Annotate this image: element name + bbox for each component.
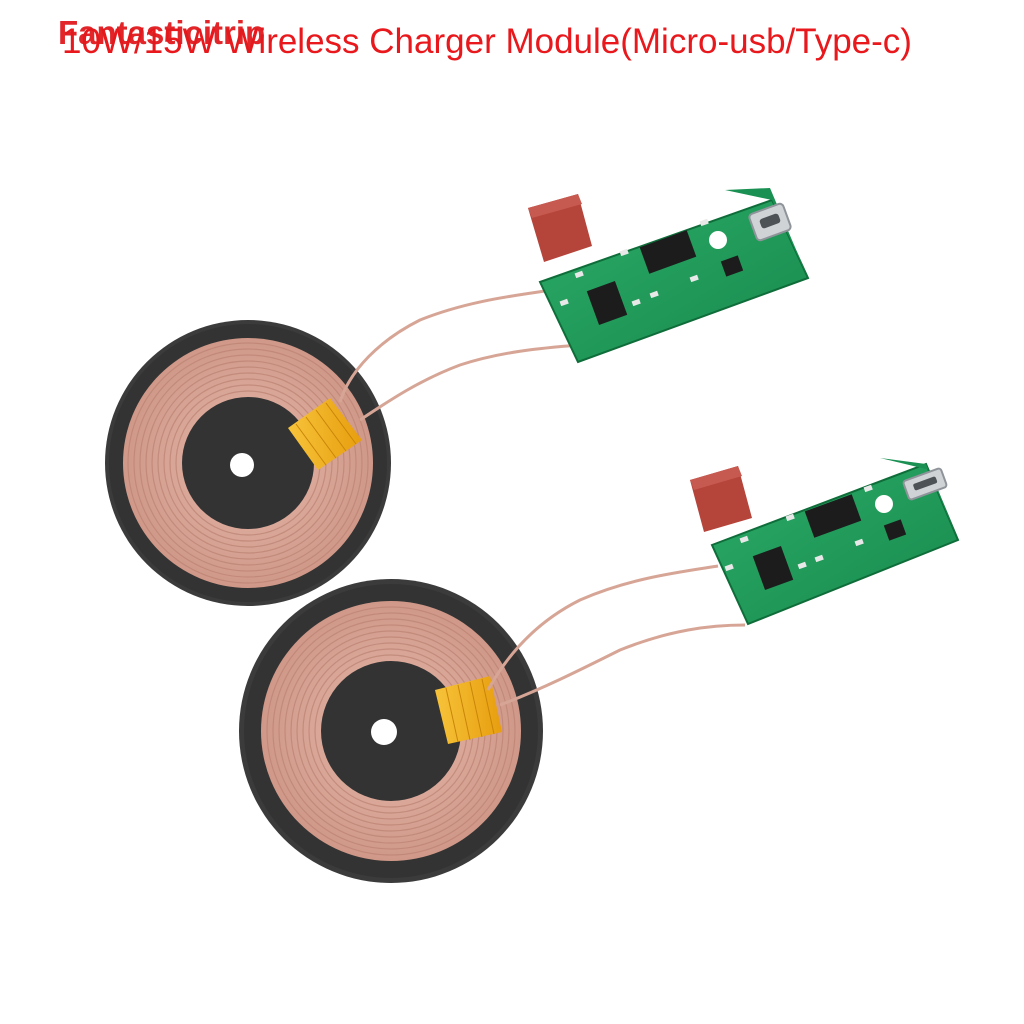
brand-watermark: Fantasticitrip <box>58 14 266 51</box>
top-capacitor <box>528 194 592 262</box>
product-title: 10W/15W Wireless Charger Module(Micro-us… <box>62 22 912 61</box>
type-c-port <box>748 202 792 242</box>
bottom-pcb <box>710 458 960 626</box>
bottom-capacitor <box>690 466 752 532</box>
top-coil-tape <box>288 398 362 470</box>
bottom-coil-tape <box>435 676 502 744</box>
bottom-coil-wires <box>486 564 746 707</box>
top-coil <box>105 320 391 606</box>
top-pcb <box>538 188 810 364</box>
bottom-coil <box>239 579 543 883</box>
top-coil-wires <box>338 288 581 422</box>
micro-usb-port <box>902 467 948 501</box>
